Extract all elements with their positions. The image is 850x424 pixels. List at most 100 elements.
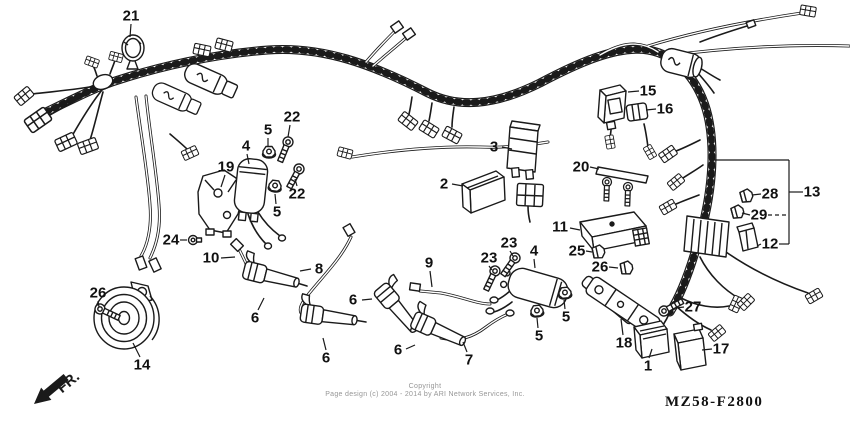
flange-nut bbox=[261, 145, 277, 159]
connector bbox=[604, 134, 616, 150]
copyright-line1: Copyright bbox=[408, 383, 442, 390]
part-label-18[interactable]: 18 bbox=[615, 334, 633, 352]
wire-terminal bbox=[229, 237, 245, 253]
part-label-10[interactable]: 10 bbox=[202, 249, 220, 267]
part-label-16[interactable]: 16 bbox=[656, 100, 674, 118]
wire-terminal bbox=[342, 222, 356, 238]
connector bbox=[336, 146, 354, 160]
part-label-6[interactable]: 6 bbox=[321, 349, 331, 367]
leader-line-6 bbox=[361, 298, 373, 301]
leader-line-8 bbox=[299, 268, 312, 272]
part-label-11[interactable]: 11 bbox=[552, 218, 568, 236]
part-label-26[interactable]: 26 bbox=[89, 284, 107, 302]
part-label-3[interactable]: 3 bbox=[489, 138, 499, 156]
part-label-19[interactable]: 19 bbox=[217, 158, 235, 176]
terminal-boot bbox=[505, 309, 515, 317]
part-label-6[interactable]: 6 bbox=[250, 309, 260, 327]
part-label-4[interactable]: 4 bbox=[529, 242, 539, 260]
part-label-6[interactable]: 6 bbox=[348, 291, 358, 309]
connector bbox=[76, 136, 100, 156]
terminal-boot bbox=[263, 242, 273, 250]
part-label-7[interactable]: 7 bbox=[464, 351, 474, 369]
connector bbox=[657, 144, 679, 164]
leader-line-3 bbox=[501, 146, 513, 150]
part-label-17[interactable]: 17 bbox=[712, 340, 730, 358]
part-label-28[interactable]: 28 bbox=[761, 185, 779, 203]
case-part bbox=[461, 170, 506, 214]
rectifier-assembly bbox=[683, 215, 730, 258]
leader-line-21 bbox=[129, 23, 132, 38]
part-label-12[interactable]: 12 bbox=[761, 235, 779, 253]
connector bbox=[666, 172, 686, 192]
leader-line-18 bbox=[620, 318, 624, 336]
leader-line-4 bbox=[246, 153, 250, 165]
harness-clip bbox=[738, 187, 755, 205]
part-label-5[interactable]: 5 bbox=[534, 327, 544, 345]
grommet bbox=[187, 234, 203, 246]
part-label-6[interactable]: 6 bbox=[393, 341, 403, 359]
part-label-29[interactable]: 29 bbox=[750, 206, 768, 224]
part-label-23[interactable]: 23 bbox=[500, 234, 518, 252]
part-label-22[interactable]: 22 bbox=[288, 185, 306, 203]
leader-line-11 bbox=[569, 227, 581, 231]
part-label-15[interactable]: 15 bbox=[639, 82, 657, 100]
part-label-20[interactable]: 20 bbox=[572, 158, 590, 176]
part-label-2[interactable]: 2 bbox=[439, 175, 449, 193]
part-label-26[interactable]: 26 bbox=[591, 258, 609, 276]
spark-plug-cap bbox=[239, 250, 305, 293]
connector bbox=[707, 323, 727, 343]
left-connector-cluster bbox=[13, 37, 234, 156]
flange-nut bbox=[529, 304, 545, 319]
leader-line-23 bbox=[488, 265, 493, 271]
part-label-14[interactable]: 14 bbox=[133, 356, 151, 374]
control-unit bbox=[579, 211, 650, 252]
connector bbox=[53, 131, 79, 153]
part-label-9[interactable]: 9 bbox=[424, 254, 434, 272]
leader-line-15 bbox=[627, 90, 640, 93]
leader-line-1 bbox=[648, 348, 653, 359]
connector bbox=[642, 143, 658, 161]
terminal-boot bbox=[489, 296, 499, 304]
part-label-24[interactable]: 24 bbox=[162, 231, 180, 249]
wire-terminal bbox=[389, 20, 405, 34]
ecu-module bbox=[506, 120, 545, 208]
ignition-coil-front bbox=[233, 158, 269, 223]
leader-lines bbox=[97, 23, 803, 359]
flange-bolt bbox=[274, 134, 296, 165]
flange-nut bbox=[267, 178, 283, 194]
harness-clamp bbox=[121, 34, 145, 70]
rubber-boot bbox=[151, 82, 202, 115]
leader-line-12 bbox=[756, 243, 762, 247]
connector bbox=[83, 55, 101, 69]
leader-line-23 bbox=[509, 250, 514, 257]
part-label-5[interactable]: 5 bbox=[263, 121, 273, 139]
part-label-1[interactable]: 1 bbox=[643, 357, 653, 375]
leader-line-6 bbox=[405, 344, 416, 350]
part-label-27[interactable]: 27 bbox=[684, 298, 702, 316]
relay-box bbox=[673, 322, 707, 371]
rubber-boot bbox=[184, 63, 239, 99]
part-label-4[interactable]: 4 bbox=[241, 137, 251, 155]
part-label-22[interactable]: 22 bbox=[283, 108, 301, 126]
part-label-5[interactable]: 5 bbox=[272, 203, 282, 221]
connector-block bbox=[515, 182, 545, 208]
relay bbox=[597, 84, 627, 131]
spade-terminal bbox=[134, 255, 148, 271]
connector bbox=[441, 125, 463, 145]
part-label-13[interactable]: 13 bbox=[803, 183, 821, 201]
copyright-line2: Page design (c) 2004 - 2014 by ARI Netwo… bbox=[325, 391, 525, 398]
connector bbox=[418, 119, 440, 139]
leader-line-5 bbox=[274, 193, 277, 205]
part-label-23[interactable]: 23 bbox=[480, 249, 498, 267]
leader-line-22 bbox=[294, 178, 298, 187]
part-label-25[interactable]: 25 bbox=[568, 242, 586, 260]
connector-16 bbox=[625, 102, 649, 122]
part-label-8[interactable]: 8 bbox=[314, 260, 324, 278]
connector bbox=[214, 37, 234, 53]
connector bbox=[397, 110, 419, 132]
leader-line-27 bbox=[675, 306, 685, 309]
part-label-21[interactable]: 21 bbox=[122, 7, 140, 25]
part-label-5[interactable]: 5 bbox=[561, 308, 571, 326]
leader-line-4 bbox=[533, 258, 536, 269]
leader-line-5 bbox=[563, 299, 566, 310]
